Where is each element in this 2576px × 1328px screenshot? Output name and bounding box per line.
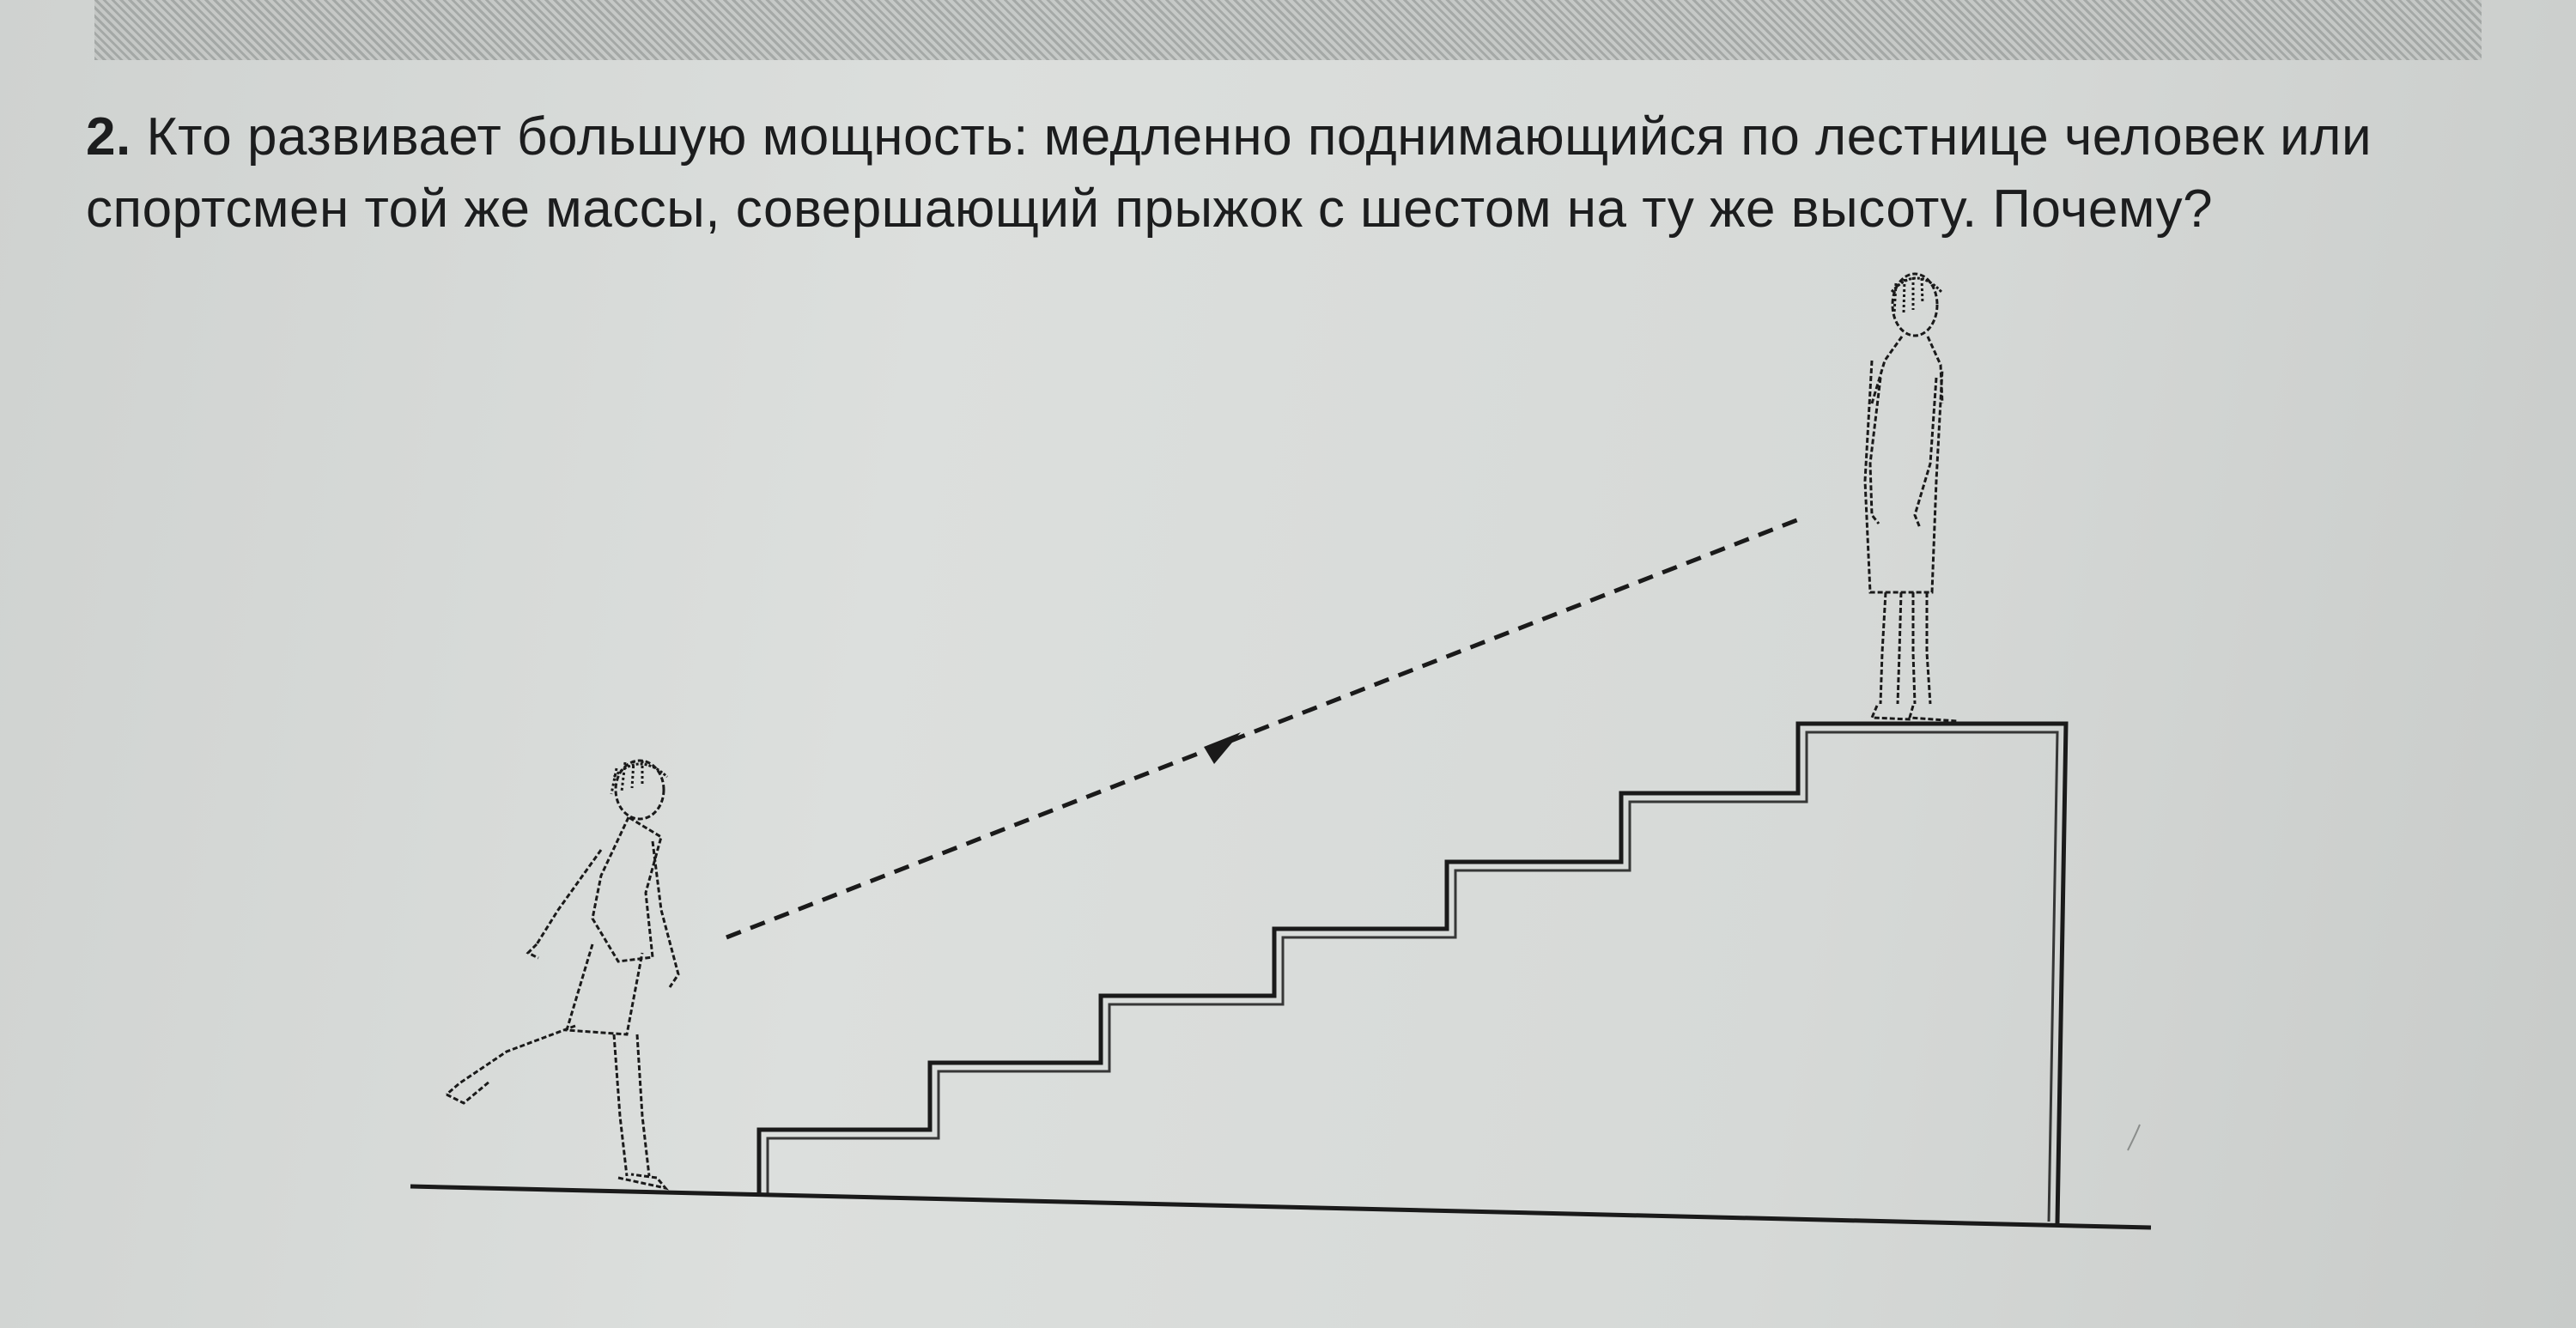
- walking-person-icon: [446, 759, 680, 1191]
- problem-number: 2.: [86, 107, 131, 167]
- problem-statement: 2. Кто развивает большую мощность: медле…: [86, 101, 2490, 246]
- staircase: [756, 721, 2069, 1224]
- pencil-mark: [2127, 1124, 2141, 1151]
- problem-text-line-2: спортсмен той же массы, совершающий прыж…: [86, 179, 2214, 239]
- dashed-trajectory: [726, 517, 1800, 940]
- problem-line-1: 2. Кто развивает большую мощность: медле…: [86, 101, 2490, 173]
- problem-text-line-1: Кто развивает большую мощность: медленно…: [146, 107, 2372, 167]
- ground-line: [410, 1184, 2152, 1230]
- header-band: [94, 0, 2482, 60]
- staircase-inner-edge: [766, 731, 2059, 1222]
- standing-person-icon: [1863, 272, 1958, 723]
- arrowhead-icon: [1204, 732, 1241, 764]
